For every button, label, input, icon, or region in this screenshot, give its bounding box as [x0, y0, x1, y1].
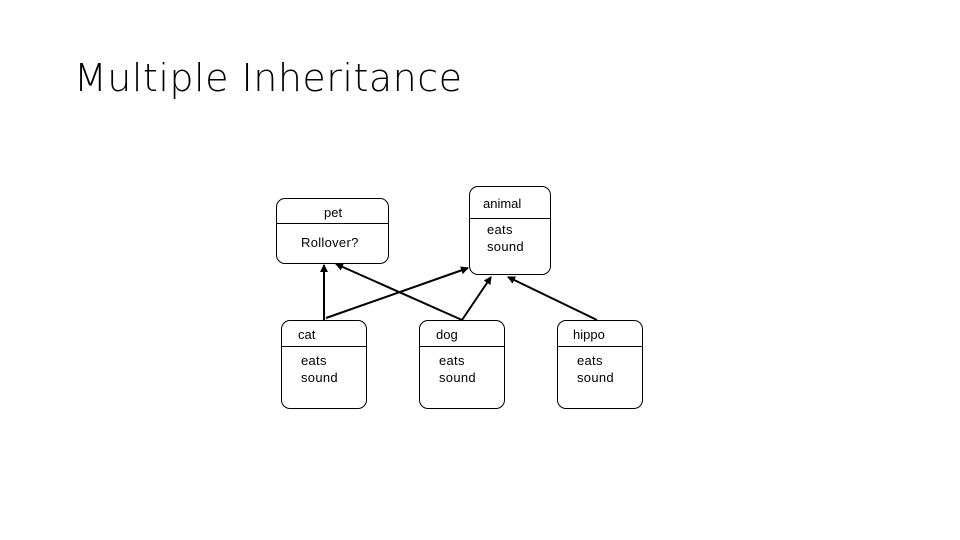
class-name-cat: cat [298, 327, 316, 342]
class-name-pet: pet [324, 205, 343, 220]
class-name-hippo: hippo [573, 327, 605, 342]
attribute: eats [577, 353, 603, 368]
class-attributes-dog: eats sound [439, 352, 476, 386]
class-name-dog: dog [436, 327, 458, 342]
attribute: sound [301, 370, 338, 385]
class-name-animal: animal [483, 196, 522, 211]
class-box-cat: cat eats sound [281, 320, 367, 409]
attribute: eats [487, 222, 513, 237]
class-box-animal: animal eats sound [469, 186, 551, 275]
class-attributes-pet: Rollover? [301, 234, 359, 251]
class-divider [558, 346, 642, 347]
slide-title: Multiple Inheritance [74, 56, 463, 100]
attribute: sound [487, 239, 524, 254]
arrow-dog-to-animal [461, 276, 492, 321]
attribute: sound [577, 370, 614, 385]
class-divider [470, 218, 550, 219]
class-divider [420, 346, 504, 347]
class-divider [282, 346, 366, 347]
class-attributes-hippo: eats sound [577, 352, 614, 386]
arrow-dog-to-pet [335, 263, 463, 321]
class-box-dog: dog eats sound [419, 320, 505, 409]
arrow-cat-to-animal [325, 266, 469, 319]
class-divider [277, 223, 388, 224]
arrow-hippo-to-animal [507, 276, 598, 321]
class-box-pet: pet Rollover? [276, 198, 389, 264]
attribute: eats [439, 353, 465, 368]
class-attributes-cat: eats sound [301, 352, 338, 386]
class-attributes-animal: eats sound [487, 221, 524, 255]
attribute: Rollover? [301, 235, 359, 250]
attribute: sound [439, 370, 476, 385]
attribute: eats [301, 353, 327, 368]
class-box-hippo: hippo eats sound [557, 320, 643, 409]
